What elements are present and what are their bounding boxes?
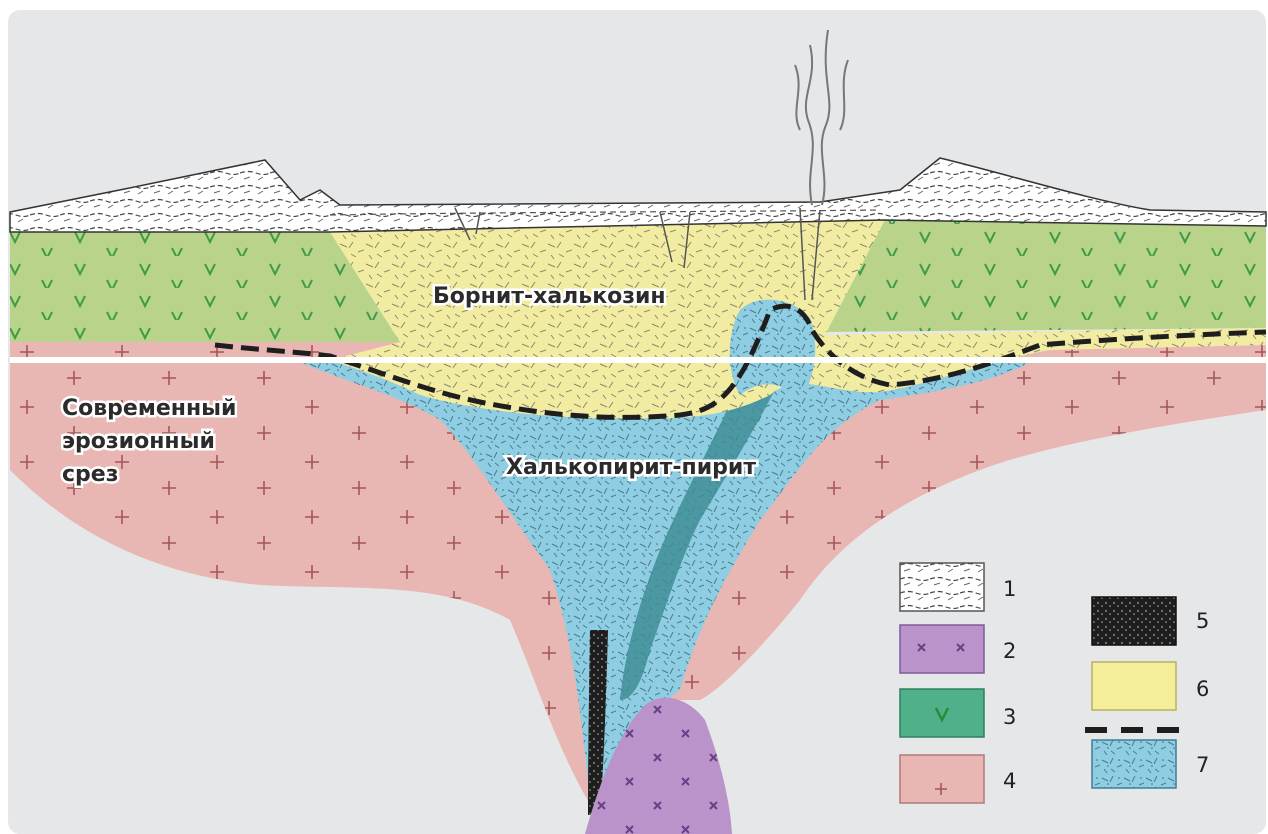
label-erosion-line-3: срез — [62, 462, 119, 487]
legend-number-2: 2 — [1003, 639, 1016, 663]
legend-number-1: 1 — [1003, 577, 1016, 601]
legend-swatch-5 — [1092, 597, 1176, 645]
legend-number-6: 6 — [1196, 677, 1209, 701]
legend-swatch-3 — [900, 689, 984, 737]
legend-number-3: 3 — [1003, 705, 1016, 729]
legend-swatch-6 — [1092, 662, 1176, 710]
label-erosion-line-1: Современный — [62, 396, 236, 421]
legend-number-5: 5 — [1196, 609, 1209, 633]
label-chalcopyrite-pyrite: Халькопирит-пирит — [506, 455, 756, 480]
legend-swatch-1 — [900, 563, 984, 611]
legend-swatch-2 — [900, 625, 984, 673]
label-erosion-line-2: эрозионный — [62, 429, 215, 454]
erosion-surface-line — [10, 357, 1266, 363]
legend-number-4: 4 — [1003, 769, 1016, 793]
label-bornite-chalcocite: Борнит-халькозин — [433, 284, 666, 309]
legend-number-7: 7 — [1196, 753, 1209, 777]
legend-swatch-4 — [900, 755, 984, 803]
